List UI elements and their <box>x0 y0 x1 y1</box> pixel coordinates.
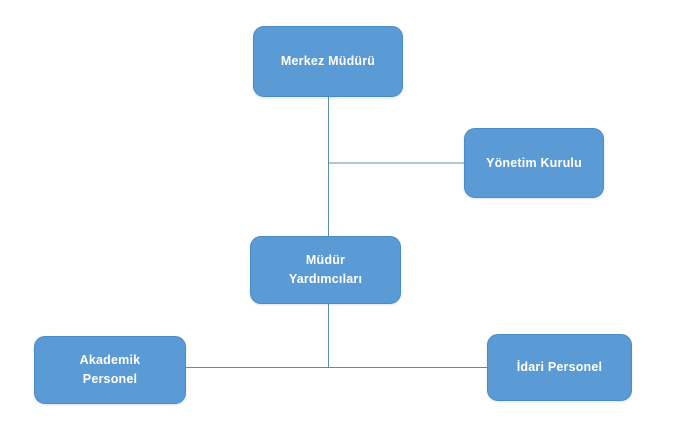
node-akademik-personel-label: Akademik Personel <box>35 351 185 389</box>
node-label-line: Personel <box>82 372 138 386</box>
node-akademik-personel[interactable]: Akademik Personel <box>34 336 186 404</box>
node-label-line: Merkez Müdürü <box>280 54 376 69</box>
node-label-line: Yönetim Kurulu <box>486 155 582 170</box>
node-mudur-yardimcilari-label: Müdür Yardımcıları <box>251 251 400 289</box>
node-merkez-muduru-label: Merkez Müdürü <box>254 52 402 71</box>
node-label-line: Müdür <box>305 253 346 268</box>
node-yonetim-kurulu[interactable]: Yönetim Kurulu <box>464 128 604 198</box>
node-idari-personel[interactable]: İdari Personel <box>487 334 632 401</box>
node-mudur-yardimcilari[interactable]: Müdür Yardımcıları <box>250 236 401 304</box>
node-label-line: İdari Personel <box>516 360 603 375</box>
node-merkez-muduru[interactable]: Merkez Müdürü <box>253 26 403 97</box>
node-idari-personel-label: İdari Personel <box>488 358 631 377</box>
node-label-line: Yardımcıları <box>288 272 363 286</box>
node-yonetim-kurulu-label: Yönetim Kurulu <box>465 154 603 173</box>
node-label-line: Akademik <box>79 353 141 368</box>
